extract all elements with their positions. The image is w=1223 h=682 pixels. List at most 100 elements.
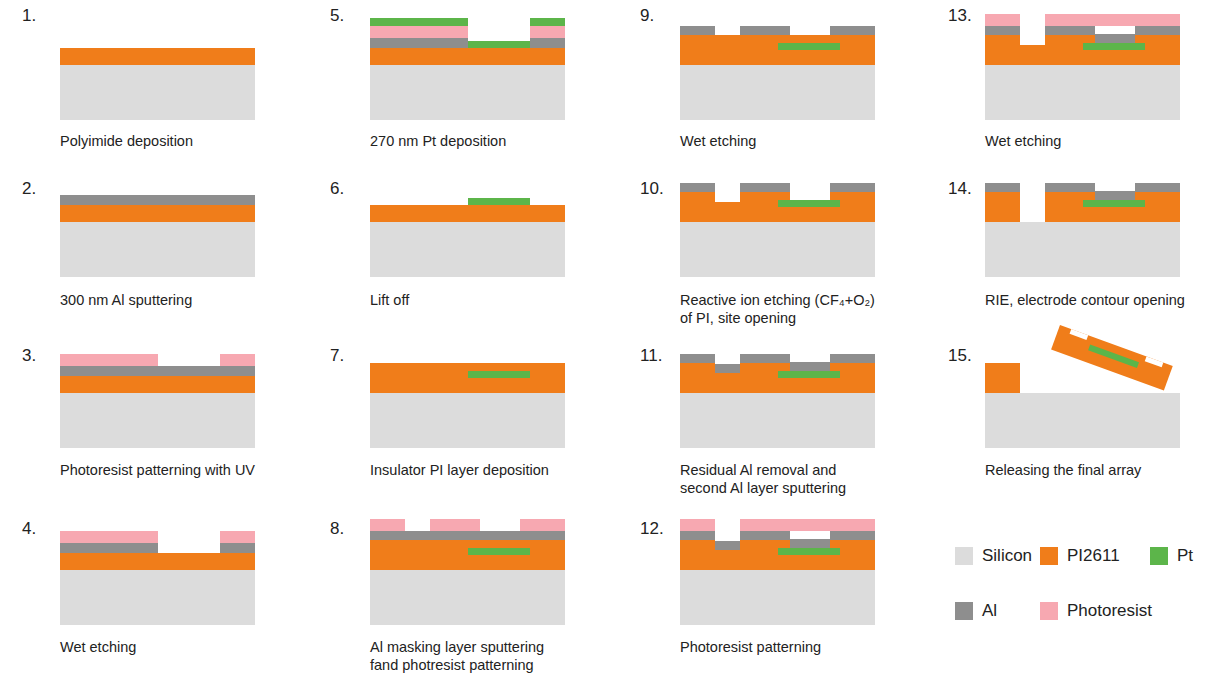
layer xyxy=(740,531,790,540)
layer xyxy=(790,192,830,200)
step-number: 13. xyxy=(948,5,972,26)
layer xyxy=(60,553,255,570)
layer xyxy=(985,192,1180,222)
layer xyxy=(830,183,875,192)
layer xyxy=(680,192,875,222)
step-number: 1. xyxy=(22,5,36,26)
layer xyxy=(680,26,715,35)
layer xyxy=(740,26,790,35)
cross-section xyxy=(370,363,565,448)
step-number: 14. xyxy=(948,178,972,199)
step-number: 3. xyxy=(22,345,36,366)
layer xyxy=(530,18,565,26)
layer xyxy=(680,354,715,363)
layer xyxy=(778,200,840,207)
released-array xyxy=(1051,325,1173,390)
layer xyxy=(468,198,530,205)
step-caption: Reactive ion etching (CF₄+O₂) of PI, sit… xyxy=(680,291,885,327)
cross-section xyxy=(680,354,875,448)
layer xyxy=(985,222,1180,277)
legend-entry: Pt xyxy=(1150,546,1193,566)
legend-text: Al xyxy=(982,601,997,621)
legend-text: Photoresist xyxy=(1067,601,1152,621)
layer xyxy=(1145,356,1164,367)
step-caption: Wet etching xyxy=(60,638,265,656)
layer xyxy=(468,548,530,555)
legend-swatch xyxy=(1150,547,1168,565)
layer xyxy=(520,519,565,531)
layer xyxy=(680,222,875,277)
layer xyxy=(985,363,1020,393)
cross-section xyxy=(985,325,1180,448)
layer xyxy=(680,540,875,570)
cross-section xyxy=(985,183,1180,277)
step-number: 6. xyxy=(330,178,344,199)
layer xyxy=(985,35,1180,65)
layer xyxy=(370,65,565,120)
layer xyxy=(468,41,530,48)
layer xyxy=(60,376,255,393)
layer xyxy=(790,539,830,548)
layer xyxy=(1095,192,1135,200)
layer xyxy=(1045,14,1180,26)
layer xyxy=(680,531,715,540)
layer xyxy=(370,393,565,448)
layer xyxy=(1045,183,1095,192)
layer xyxy=(985,65,1180,120)
layer xyxy=(60,366,255,376)
step-caption: Wet etching xyxy=(680,132,885,150)
step-caption: 270 nm Pt deposition xyxy=(370,132,575,150)
step-caption: Polyimide deposition xyxy=(60,132,265,150)
cross-section xyxy=(985,14,1180,120)
legend-entry: Al xyxy=(955,601,997,621)
layer xyxy=(60,354,158,366)
layer xyxy=(530,26,565,38)
layer xyxy=(1020,35,1045,45)
layer xyxy=(370,531,565,540)
layer xyxy=(680,35,875,65)
layer xyxy=(60,222,255,277)
layer xyxy=(220,531,255,543)
layer xyxy=(740,183,790,192)
step-number: 7. xyxy=(330,345,344,366)
layer xyxy=(60,48,255,65)
step-caption: Photoresist patterning with UV xyxy=(60,461,265,479)
cross-section xyxy=(680,183,875,277)
layer xyxy=(1051,325,1173,390)
layer xyxy=(468,371,530,378)
layer xyxy=(715,363,740,373)
legend-entry: Silicon xyxy=(955,546,1032,566)
layer xyxy=(370,26,468,38)
layer xyxy=(220,543,255,553)
layer xyxy=(370,48,565,65)
layer xyxy=(985,26,1020,35)
layer xyxy=(60,195,255,205)
cross-section xyxy=(60,354,255,448)
layer xyxy=(740,519,875,531)
step-caption: RIE, electrode contour opening xyxy=(985,291,1190,309)
layer xyxy=(680,393,875,448)
layer xyxy=(370,519,405,531)
layer xyxy=(740,354,790,363)
layer xyxy=(370,363,565,393)
legend-entry: Photoresist xyxy=(1040,601,1152,621)
layer xyxy=(985,14,1020,26)
cross-section xyxy=(60,48,255,120)
layer xyxy=(60,393,255,448)
legend-entry: PI2611 xyxy=(1040,546,1120,566)
step-number: 2. xyxy=(22,178,36,199)
legend-text: Pt xyxy=(1177,546,1193,566)
step-caption: Lift off xyxy=(370,291,575,309)
step-number: 5. xyxy=(330,5,344,26)
layer xyxy=(790,540,830,548)
cross-section xyxy=(370,198,565,277)
cross-section xyxy=(680,26,875,120)
layer xyxy=(985,393,1180,448)
legend-text: Silicon xyxy=(982,546,1032,566)
step-caption: Photoresist patterning xyxy=(680,638,885,656)
layer xyxy=(370,222,565,277)
layer xyxy=(715,540,740,550)
cross-section xyxy=(60,531,255,625)
